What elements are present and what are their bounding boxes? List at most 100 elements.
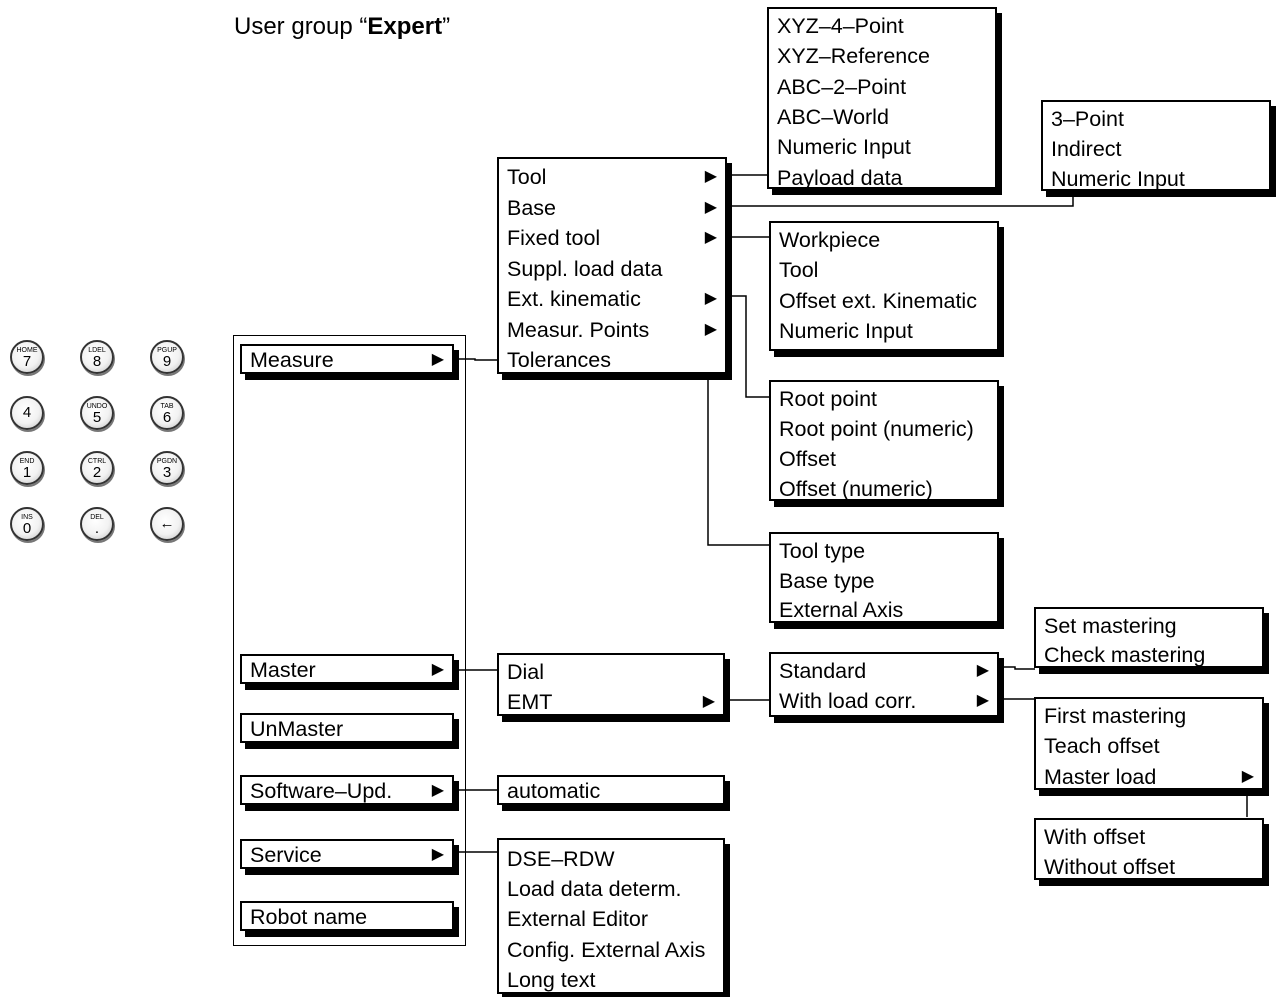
- menu-item[interactable]: Offset ext. Kinematic: [779, 288, 977, 313]
- key-main-label: 3: [162, 464, 172, 481]
- menu-item[interactable]: Fixed tool: [507, 226, 601, 250]
- menu-item[interactable]: Tool: [779, 258, 819, 283]
- key-secondary-label: DEL: [90, 514, 104, 521]
- submenu-arrow-icon: ▶: [1241, 767, 1254, 785]
- menu-item[interactable]: Offset: [779, 447, 836, 471]
- menu-item[interactable]: Master load: [1044, 764, 1157, 789]
- menu-item[interactable]: Payload data: [777, 165, 903, 190]
- menu-item[interactable]: Config. External Axis: [507, 937, 706, 962]
- menu-item[interactable]: Numeric Input: [779, 318, 913, 343]
- menu-item[interactable]: Suppl. load data: [507, 256, 663, 281]
- menu-item[interactable]: ABC–2–Point: [777, 74, 907, 99]
- menu-item[interactable]: Set mastering: [1044, 614, 1177, 638]
- submenu-arrow-icon: ▶: [704, 290, 717, 307]
- menu-item[interactable]: Check mastering: [1044, 643, 1206, 667]
- unmaster-item[interactable]: UnMaster: [240, 713, 454, 743]
- service-label: Service: [250, 843, 322, 867]
- menu-item[interactable]: Base: [507, 195, 557, 220]
- keypad-key[interactable]: 4: [10, 396, 44, 430]
- menu-item[interactable]: ABC–World: [777, 104, 889, 129]
- menu-item[interactable]: Long text: [507, 967, 596, 992]
- menu-item[interactable]: EMT: [507, 690, 553, 714]
- key-main-label: 8: [92, 353, 102, 370]
- menu-item[interactable]: DSE–RDW: [507, 847, 615, 871]
- submenu-arrow-icon: ▶: [704, 198, 717, 216]
- key-secondary-label: INS: [21, 514, 33, 521]
- key-secondary-label: TAB: [160, 403, 174, 410]
- submenu-arrow-icon: ▶: [976, 662, 989, 679]
- master-label: Master: [250, 658, 316, 682]
- keypad-key[interactable]: DEL.: [80, 507, 114, 541]
- software-upd-item[interactable]: Software–Upd. ▶: [240, 775, 454, 805]
- master-item[interactable]: Master ▶: [240, 654, 454, 684]
- menu-item[interactable]: Numeric Input: [1051, 167, 1185, 191]
- menu-item[interactable]: XYZ–Reference: [777, 44, 930, 69]
- key-secondary-label: LDEL: [88, 347, 106, 354]
- key-main-label: 7: [22, 353, 32, 370]
- menu-item[interactable]: Root point: [779, 387, 878, 411]
- key-secondary-label: END: [19, 458, 35, 465]
- menu-item[interactable]: First mastering: [1044, 704, 1187, 728]
- submenu-arrow-icon: ▶: [704, 320, 717, 338]
- menu-item[interactable]: With load corr.: [779, 689, 917, 713]
- menu-item[interactable]: Without offset: [1044, 855, 1176, 879]
- menu-item[interactable]: XYZ–4–Point: [777, 14, 904, 38]
- menu-item[interactable]: Workpiece: [779, 228, 881, 252]
- menu-item[interactable]: 3–Point: [1051, 107, 1124, 131]
- robot-name-label: Robot name: [250, 905, 368, 929]
- menu-item[interactable]: Indirect: [1051, 137, 1122, 161]
- key-secondary-label: CTRL: [87, 458, 107, 465]
- measure-item[interactable]: Measure ▶: [240, 344, 454, 374]
- key-main-label: 2: [92, 464, 102, 481]
- menu-item[interactable]: With offset: [1044, 825, 1146, 849]
- key-main-label: 6: [162, 409, 172, 426]
- menu-item[interactable]: Measur. Points: [507, 317, 650, 342]
- menu-item[interactable]: Tool type: [779, 539, 866, 563]
- key-secondary-label: UNDO: [86, 403, 108, 410]
- menu-item[interactable]: External Editor: [507, 907, 649, 932]
- menu-item[interactable]: Standard: [779, 659, 867, 683]
- menu-item[interactable]: Teach offset: [1044, 734, 1160, 759]
- diagram-title: User group “Expert”: [234, 13, 451, 40]
- key-main-label: 0: [22, 520, 32, 537]
- menu-item[interactable]: Tool: [507, 165, 547, 189]
- menu-item[interactable]: Dial: [507, 660, 545, 684]
- key-main-label: 9: [162, 353, 172, 370]
- robot-name-item[interactable]: Robot name: [240, 901, 454, 931]
- menu-item[interactable]: Load data determ.: [507, 877, 682, 902]
- menu-item[interactable]: Numeric Input: [777, 135, 911, 160]
- unmaster-label: UnMaster: [250, 717, 344, 741]
- measure-label: Measure: [250, 348, 334, 372]
- submenu-arrow-icon: ▶: [431, 351, 444, 368]
- main-panel-frame: [233, 335, 466, 946]
- menu-item[interactable]: automatic: [507, 779, 601, 803]
- menu-item[interactable]: Offset (numeric): [779, 477, 933, 501]
- menu-item[interactable]: Base type: [779, 568, 875, 593]
- submenu-arrow-icon: ▶: [976, 692, 989, 709]
- menu-item[interactable]: External Axis: [779, 598, 904, 623]
- menu-item[interactable]: Ext. kinematic: [507, 287, 641, 311]
- key-main-label: ←: [159, 515, 175, 532]
- keypad-key[interactable]: ←: [150, 507, 184, 541]
- service-item[interactable]: Service ▶: [240, 839, 454, 869]
- menu-item[interactable]: Tolerances: [507, 348, 611, 372]
- menu-item[interactable]: Root point (numeric): [779, 417, 974, 441]
